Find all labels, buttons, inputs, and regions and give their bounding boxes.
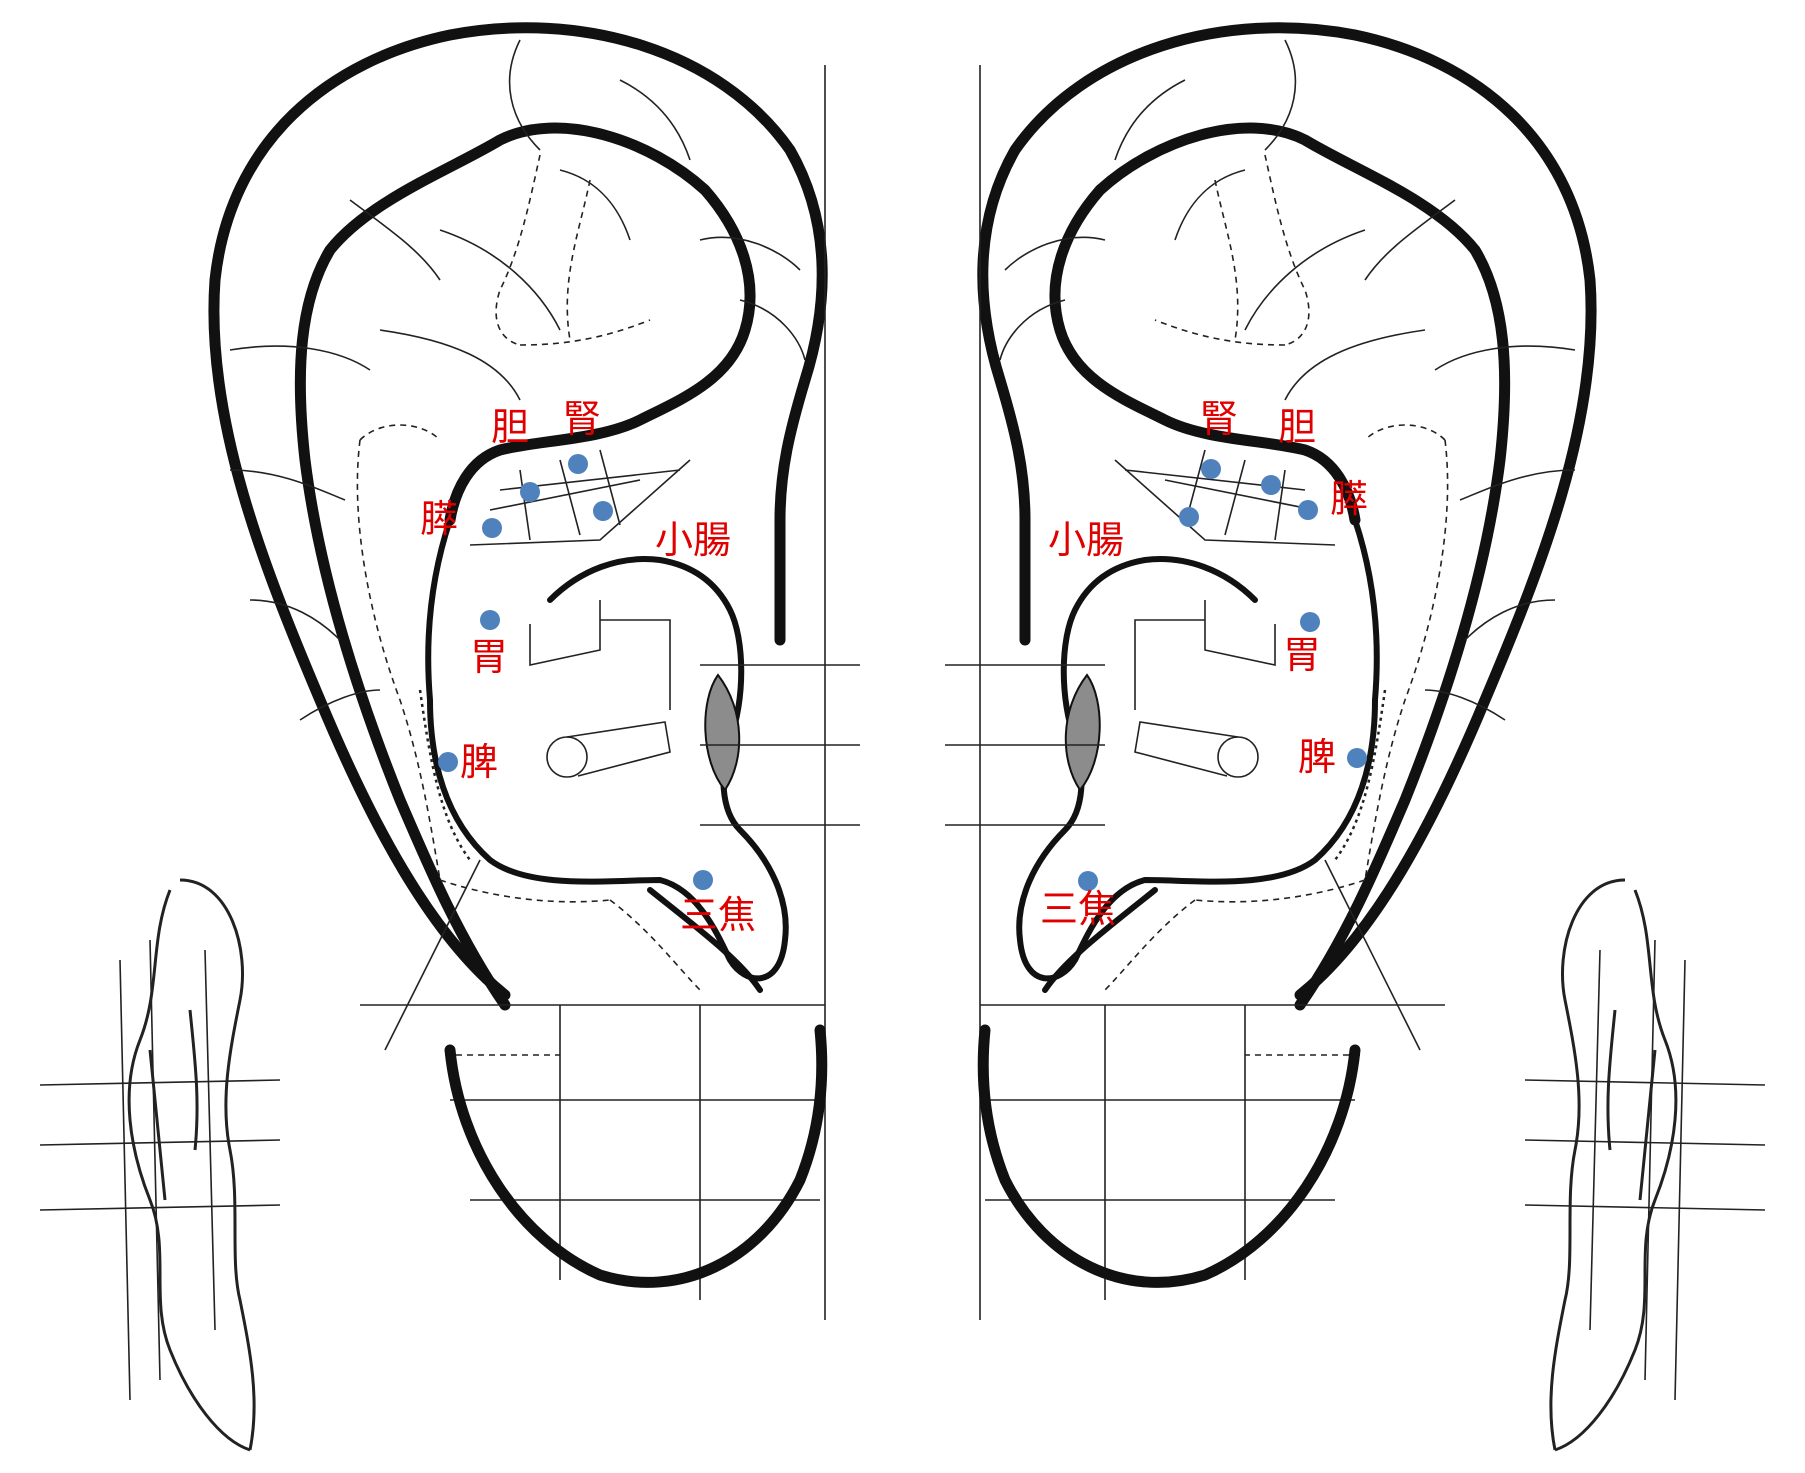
point-stomach-right [1300,612,1320,632]
label-spleen-right: 脾 [1298,735,1336,779]
right-ear-side-sketch [1523,878,1767,1452]
label-gallbladder-right: 胆 [1278,405,1316,449]
point-triple-burner-right [1078,871,1098,891]
point-kidney-right [1201,459,1221,479]
point-pancreas-right [1298,500,1318,520]
label-gallbladder-left: 胆 [491,405,529,449]
point-small-intestine-right [1179,507,1199,527]
label-kidney-left: 腎 [563,397,601,441]
point-spleen-right [1347,748,1367,768]
label-stomach-right: 胃 [1283,633,1321,677]
label-stomach-left: 胃 [470,635,508,679]
right-ear-labels: 腎 胆 膵 小腸 胃 脾 三焦 [1040,397,1368,931]
label-triple-burner-left: 三焦 [680,893,756,937]
label-triple-burner-right: 三焦 [1040,887,1116,931]
label-small-intestine-left: 小腸 [655,518,731,562]
point-triple-burner-left [693,870,713,890]
point-stomach-left [480,610,500,630]
right-ear-points [1078,459,1367,891]
label-pancreas-left: 膵 [420,497,458,541]
left-ear-points [438,454,713,890]
label-small-intestine-right: 小腸 [1048,518,1124,562]
right-ear [945,28,1591,1320]
point-spleen-left [438,752,458,772]
point-gallbladder-left [520,482,540,502]
label-pancreas-right: 膵 [1330,477,1368,521]
point-kidney-left [568,454,588,474]
label-kidney-right: 腎 [1200,397,1238,441]
label-spleen-left: 脾 [460,740,498,784]
left-ear [214,28,860,1320]
left-ear-side-sketch [38,878,282,1452]
left-ear-labels: 胆 腎 膵 小腸 胃 脾 三焦 [420,397,756,937]
point-gallbladder-right [1261,475,1281,495]
point-kidney2-left [593,501,613,521]
point-pancreas-left [482,518,502,538]
